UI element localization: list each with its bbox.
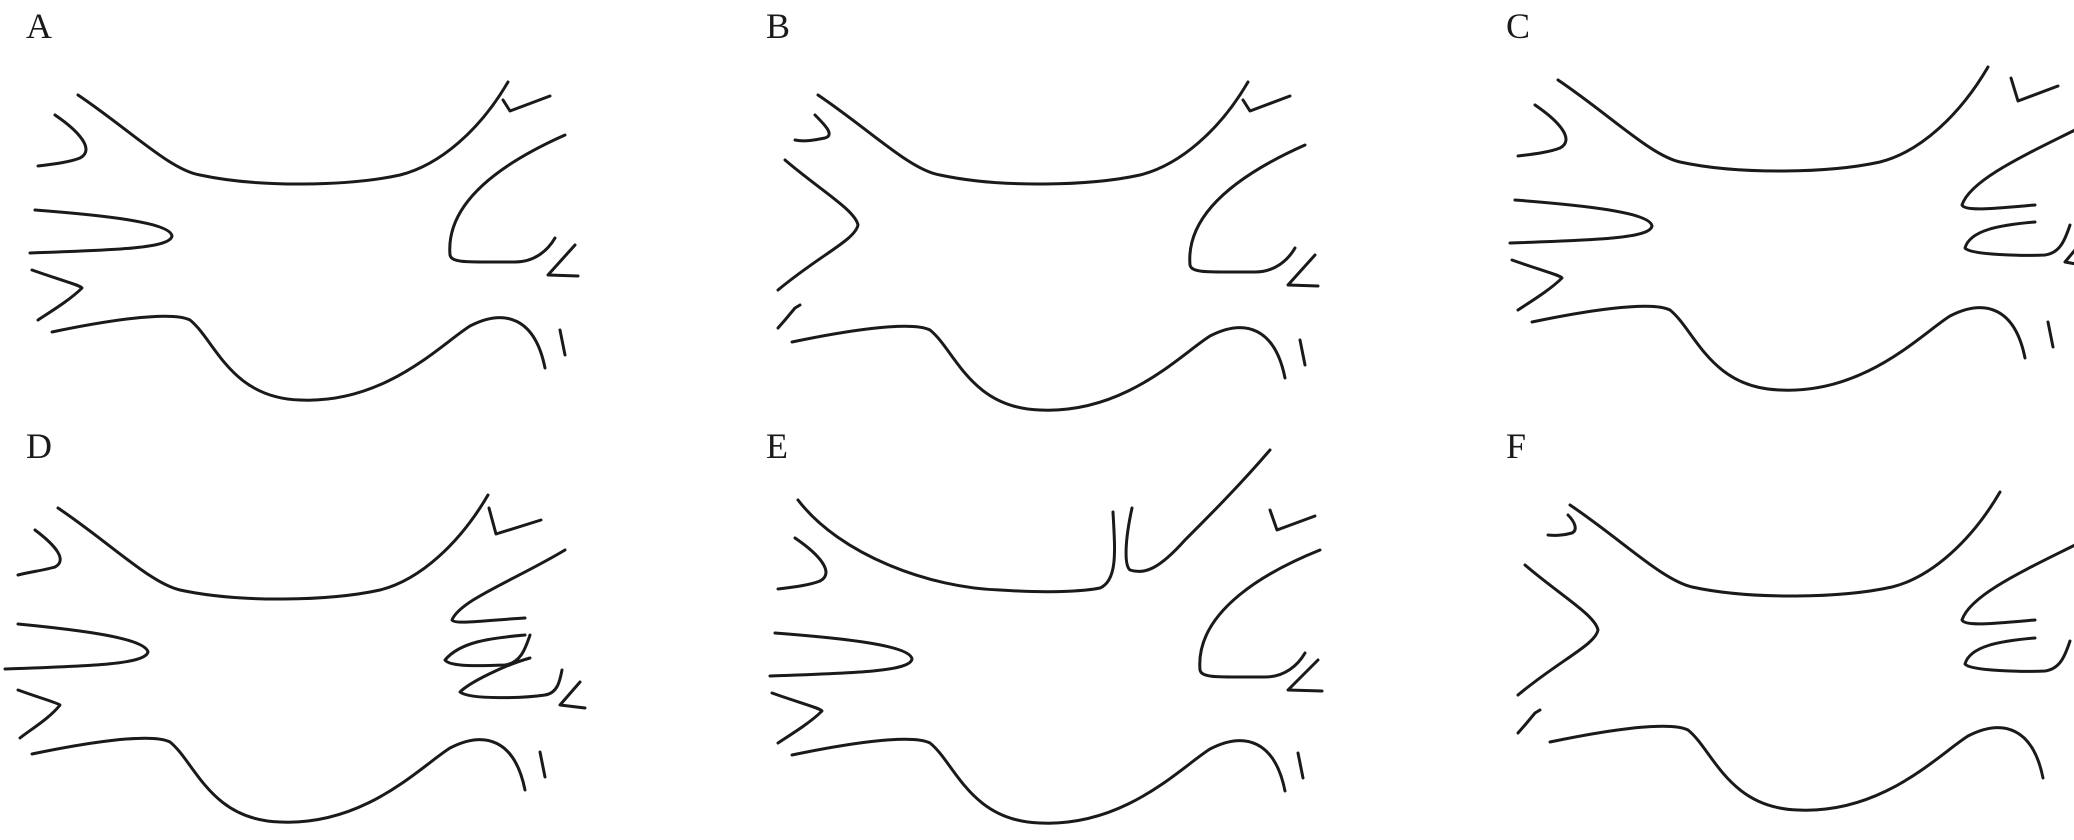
top-right-tick (2011, 78, 2058, 101)
top-outline (1570, 492, 2000, 596)
right-small-tick (560, 682, 585, 708)
panel-f-drawing (1480, 420, 2074, 840)
left-bottom-tick (1518, 710, 1540, 733)
left-top-tick (778, 538, 826, 589)
right-upper-split (452, 550, 565, 622)
right-upper-loop (450, 135, 565, 262)
right-small-tick (1288, 660, 1322, 691)
right-small-tick (2065, 238, 2074, 266)
right-upper-split (1962, 130, 2074, 209)
panel-d: D (0, 420, 740, 840)
panel-e-drawing (740, 420, 1480, 840)
top-outline (818, 82, 1248, 184)
top-outline (78, 82, 508, 184)
bottom-right-tick (1300, 340, 1305, 365)
panel-c: C (1480, 0, 2074, 420)
panel-a-drawing (0, 0, 740, 420)
bottom-outline (52, 316, 545, 400)
right-small-tick (548, 245, 578, 276)
panel-b-drawing (740, 0, 1480, 420)
bottom-right-tick (1298, 753, 1303, 778)
bottom-outline (1532, 306, 2025, 390)
panel-f: F (1480, 420, 2074, 840)
right-lower-split (1965, 638, 2070, 671)
left-bottom-tick (1512, 260, 1562, 310)
right-lower-loop (460, 658, 562, 698)
bottom-right-tick (2048, 322, 2053, 347)
bottom-right-tick (540, 752, 545, 777)
top-left-outline (798, 500, 1115, 592)
panel-a: A (0, 0, 740, 420)
left-bottom-tick (32, 270, 82, 320)
top-right-tick (489, 508, 541, 534)
left-middle-loop (5, 624, 148, 669)
bottom-outline (792, 326, 1285, 410)
left-top-tick (795, 115, 829, 141)
top-right-tick (1243, 96, 1290, 111)
left-top-tick (1548, 515, 1575, 535)
top-outline (58, 495, 488, 599)
left-top-tick (1518, 105, 1566, 156)
bottom-outline (1550, 726, 2043, 810)
top-outline (1558, 67, 1988, 171)
left-middle-loop (30, 210, 172, 253)
left-bottom-tick (778, 305, 800, 328)
left-diagonal-split (1518, 565, 1598, 695)
bottom-right-tick (560, 330, 565, 355)
panel-c-drawing (1480, 0, 2074, 420)
bottom-outline (792, 739, 1285, 823)
panel-e: E (740, 420, 1480, 840)
left-bottom-tick (772, 693, 822, 743)
panel-b: B (740, 0, 1480, 420)
left-top-tick (18, 530, 60, 575)
right-upper-split (1962, 545, 2074, 624)
left-diagonal-split (778, 160, 858, 290)
figure-grid: A B C (0, 0, 2074, 822)
top-right-tick (1270, 510, 1315, 530)
right-upper-loop (1200, 550, 1320, 677)
right-upper-loop (1190, 145, 1305, 272)
left-top-tick (38, 115, 86, 166)
bottom-outline (32, 738, 525, 822)
right-lower-split (1965, 222, 2070, 255)
left-bottom-tick (18, 690, 60, 738)
right-small-tick (1288, 255, 1318, 286)
panel-d-drawing (0, 420, 740, 840)
left-middle-loop (1510, 200, 1652, 243)
top-right-tick (503, 96, 550, 111)
top-right-outline (1126, 450, 1270, 571)
left-middle-loop (770, 633, 912, 676)
